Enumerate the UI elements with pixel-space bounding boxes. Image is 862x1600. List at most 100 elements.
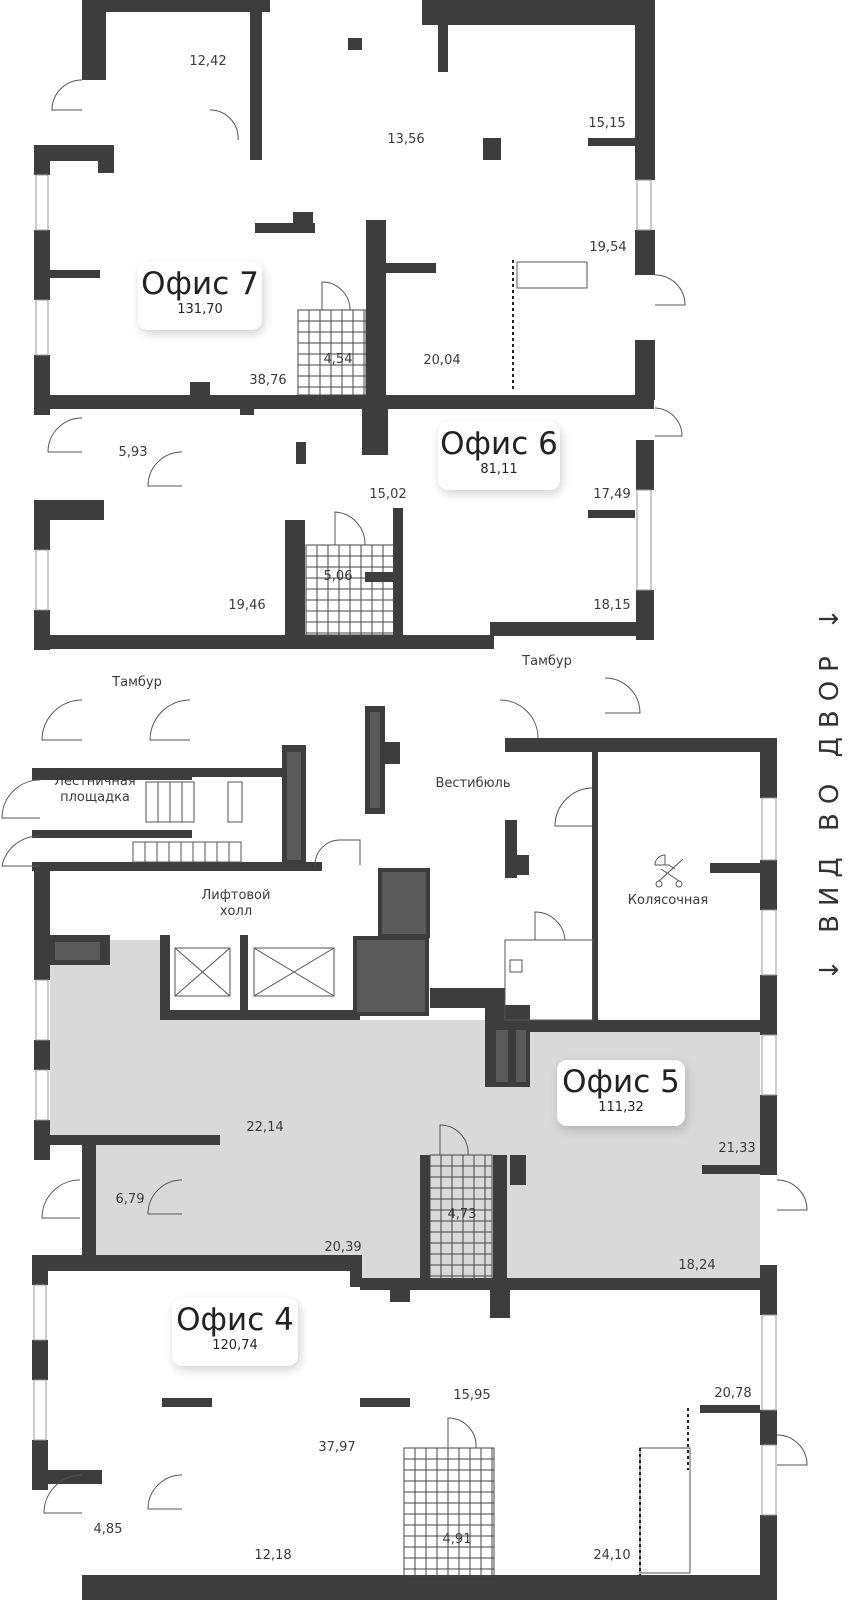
room-area: 5,93 (118, 444, 148, 460)
walls (32, 0, 777, 1600)
wall (760, 975, 777, 1035)
room-area: 19,46 (228, 597, 266, 613)
door (51, 79, 83, 111)
window (35, 299, 49, 356)
tile-grid (298, 310, 366, 395)
door (1, 779, 41, 819)
office-name: Офис 4 (176, 1302, 294, 1338)
door (321, 281, 351, 311)
tile-grid (430, 1155, 492, 1279)
room-area: 20,04 (423, 352, 461, 368)
room-area: 22,14 (246, 1119, 284, 1135)
door (334, 511, 366, 546)
wall (635, 0, 655, 180)
courtyard-view-label: ↓ ВИД ВО ДВОР ↓ (815, 599, 845, 981)
office-name: Офис 5 (562, 1064, 680, 1100)
wall (700, 1405, 760, 1413)
wall (240, 935, 248, 1015)
wall (255, 223, 315, 233)
window (33, 1379, 47, 1441)
office-7-card[interactable]: Офис 7 131,70 (138, 262, 262, 330)
window (33, 1284, 47, 1341)
door (509, 959, 523, 973)
door (654, 407, 683, 437)
wall (190, 382, 210, 396)
wall (420, 1155, 430, 1280)
wall (348, 38, 362, 50)
wall (32, 830, 192, 838)
wall (760, 1265, 777, 1315)
wall (32, 1340, 48, 1380)
shaft (516, 1030, 526, 1082)
wall (160, 935, 170, 1015)
wall (34, 635, 494, 649)
door (43, 1474, 83, 1514)
wall (493, 1155, 507, 1280)
wall (98, 155, 114, 173)
wall (422, 0, 655, 25)
room-lift-hall: Лифтовой холл (201, 887, 271, 919)
wall (32, 862, 322, 871)
room-area: 6,79 (115, 1191, 145, 1207)
office-6-card[interactable]: Офис 6 81,11 (438, 422, 560, 490)
room-area: 4,91 (442, 1531, 472, 1547)
wall (510, 1155, 526, 1185)
wall (34, 230, 50, 300)
room-stroller: Колясочная (627, 892, 709, 908)
wall (34, 1040, 50, 1070)
wall (505, 738, 775, 752)
door (41, 699, 83, 741)
office-name: Офис 6 (440, 426, 558, 462)
wall (588, 138, 635, 146)
office-4-card[interactable]: Офис 4 120,74 (172, 1298, 298, 1366)
room-area: 17,49 (593, 486, 631, 502)
room-tambur-left: Тамбур (112, 674, 162, 690)
wall (34, 145, 50, 175)
door (534, 911, 566, 941)
wall (760, 738, 777, 798)
office-5-card[interactable]: Офис 5 111,32 (557, 1060, 685, 1126)
windows (33, 174, 777, 1516)
room-area: 20,78 (714, 1385, 752, 1401)
shaft (496, 1030, 508, 1082)
wall (160, 1010, 360, 1020)
wall (32, 1255, 362, 1271)
wall (240, 403, 254, 415)
room-area: 21,33 (718, 1140, 756, 1156)
wall (505, 1020, 760, 1032)
room-area: 15,02 (369, 486, 407, 502)
wall (430, 988, 505, 1008)
wall (34, 870, 50, 980)
door (147, 1474, 183, 1510)
door (776, 1434, 808, 1466)
wall (635, 230, 655, 275)
door (504, 939, 594, 1021)
door (209, 109, 239, 141)
wall (50, 1135, 220, 1145)
door (149, 699, 191, 741)
stroller-icon (654, 854, 684, 888)
door (439, 1124, 469, 1156)
window (761, 1444, 777, 1516)
wall (82, 0, 106, 80)
shaft (287, 752, 301, 860)
room-tambur-right: Тамбур (522, 653, 572, 669)
wall (760, 1095, 777, 1175)
window (636, 179, 652, 231)
wall (505, 820, 517, 878)
room-area: 12,42 (189, 53, 227, 69)
bathroom (297, 309, 367, 396)
room-area: 24,10 (593, 1547, 631, 1563)
room-area: 4,54 (323, 351, 353, 367)
wall (365, 572, 395, 582)
tile-grid (404, 1448, 494, 1576)
office-5-highlight[interactable] (50, 940, 760, 1280)
wall (702, 1165, 760, 1174)
door (604, 677, 641, 714)
room-area: 15,95 (453, 1387, 491, 1403)
wall (390, 1288, 410, 1302)
room-area: 18,15 (593, 597, 631, 613)
wall (32, 1255, 48, 1285)
shaft (357, 940, 425, 1012)
office-area: 131,70 (177, 302, 223, 317)
